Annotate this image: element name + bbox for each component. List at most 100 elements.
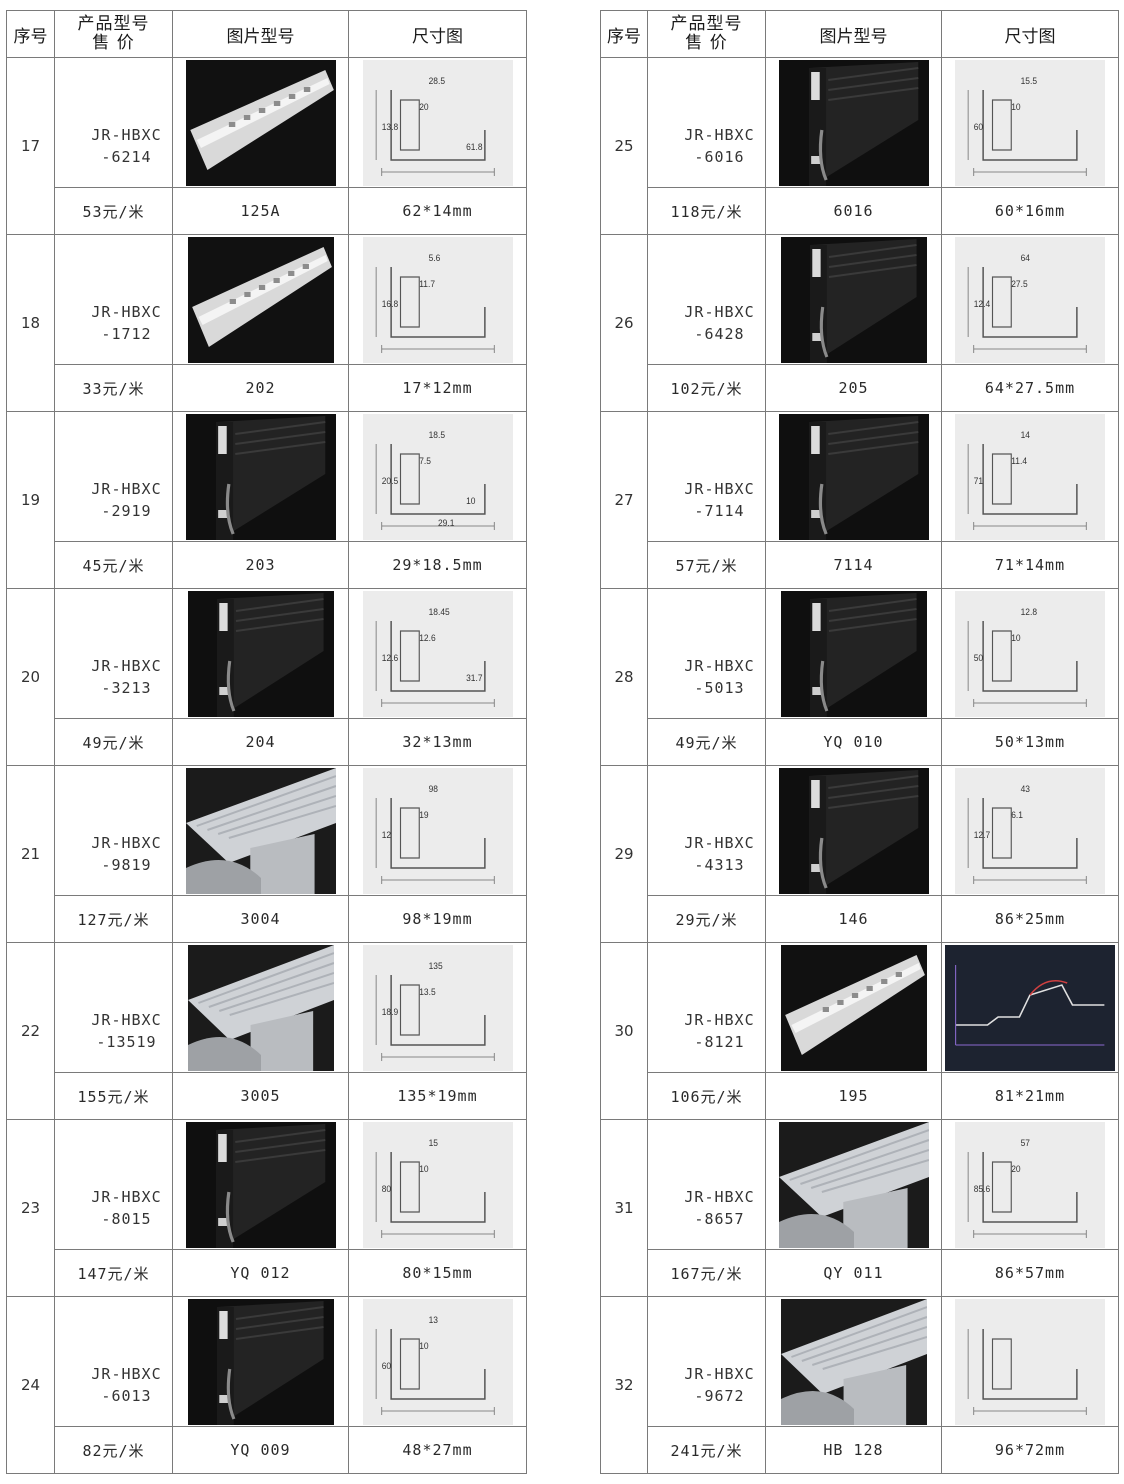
price: 155元/米 (54, 1072, 173, 1120)
aluminum-lit-profile-photo (187, 236, 334, 363)
price: 118元/米 (647, 187, 766, 235)
picture-model-no: 205 (765, 364, 942, 412)
picture-model-no: 6016 (765, 187, 942, 235)
price: 102元/米 (647, 364, 766, 412)
price: 49元/米 (54, 718, 173, 766)
black-profile-photo (778, 413, 929, 540)
black-profile-photo (780, 590, 927, 717)
model-cell: JR-HBXC -6214 (54, 57, 173, 188)
size: 17*12mm (348, 364, 527, 412)
price: 147元/米 (54, 1249, 173, 1297)
product-photo-cell (172, 1296, 349, 1427)
product-photo-cell (765, 765, 942, 896)
model-suffix: -6214 (101, 147, 152, 166)
model-code: JR-HBXC (684, 302, 755, 321)
model-suffix: -7114 (694, 501, 745, 520)
dimension-label: 13.5 (419, 986, 436, 996)
seq-number: 29 (600, 765, 648, 943)
header-model: 产品型号售 价 (54, 10, 173, 58)
price: 127元/米 (54, 895, 173, 943)
dimension-label: 135 (428, 960, 442, 970)
dimension-label: 29.1 (438, 517, 455, 527)
model-code: JR-HBXC (684, 1364, 755, 1383)
size: 50*13mm (941, 718, 1119, 766)
aluminum-profile-photo (185, 767, 336, 894)
product-photo-cell (765, 588, 942, 719)
header-model-line1: 产品型号 (670, 14, 743, 34)
model-cell: JR-HBXC-8015 (54, 1119, 173, 1250)
dimension-label: 60 (974, 121, 984, 131)
dimension-label: 50 (974, 652, 984, 662)
dimension-label: 98 (428, 783, 438, 793)
header-dimension: 尺寸图 (348, 10, 527, 58)
dimension-label: 14 (1021, 429, 1031, 439)
size: 62*14mm (348, 187, 527, 235)
picture-model-no: 202 (172, 364, 349, 412)
dimension-label: 27.5 (1011, 278, 1028, 288)
dimension-label: 10 (466, 495, 476, 505)
aluminum-profile-photo (780, 1298, 927, 1425)
dimension-label: 16.8 (381, 298, 398, 308)
picture-model-no: 195 (765, 1072, 942, 1120)
picture-model-no: YQ 009 (172, 1426, 349, 1474)
seq-number: 27 (600, 411, 648, 589)
price: 167元/米 (647, 1249, 766, 1297)
profile-cad-drawing (945, 944, 1115, 1071)
price: 53元/米 (54, 187, 173, 235)
header-model: 产品型号售 价 (647, 10, 766, 58)
product-photo-cell (765, 942, 942, 1073)
seq-number: 23 (6, 1119, 55, 1297)
size: 86*57mm (941, 1249, 1119, 1297)
model-cell: JR-HBXC-4313 (647, 765, 766, 896)
model-code: JR-HBXC (91, 125, 162, 144)
seq-number: 30 (600, 942, 648, 1120)
model-cell: JR-HBXC-13519 (54, 942, 173, 1073)
seq-number: 32 (600, 1296, 648, 1474)
model-code: JR-HBXC (684, 1187, 755, 1206)
dimension-label: 12.7 (974, 829, 991, 839)
seq-number: 22 (6, 942, 55, 1120)
model-suffix: -9819 (101, 855, 152, 874)
model-suffix: -6013 (101, 1386, 152, 1405)
price: 241元/米 (647, 1426, 766, 1474)
dimension-label: 20.5 (381, 475, 398, 485)
model-cell: JR-HBXC-7114 (647, 411, 766, 542)
header-row: 序号 产品型号售 价 图片型号 尺寸图 (600, 10, 1119, 58)
dimension-label: 80 (381, 1183, 391, 1193)
black-profile-photo (185, 413, 336, 540)
dimension-label: 13.8 (381, 121, 398, 131)
dimension-label: 20 (1011, 1163, 1021, 1173)
dimension-label: 61.8 (466, 141, 483, 151)
product-photo-cell (172, 411, 349, 542)
price: 82元/米 (54, 1426, 173, 1474)
model-code: JR-HBXC (91, 656, 162, 675)
dimension-label: 28.5 (428, 75, 445, 85)
header-row: 序号 产品型号售 价 图片型号 尺寸图 (6, 10, 527, 58)
dimension-label: 10 (1011, 101, 1021, 111)
